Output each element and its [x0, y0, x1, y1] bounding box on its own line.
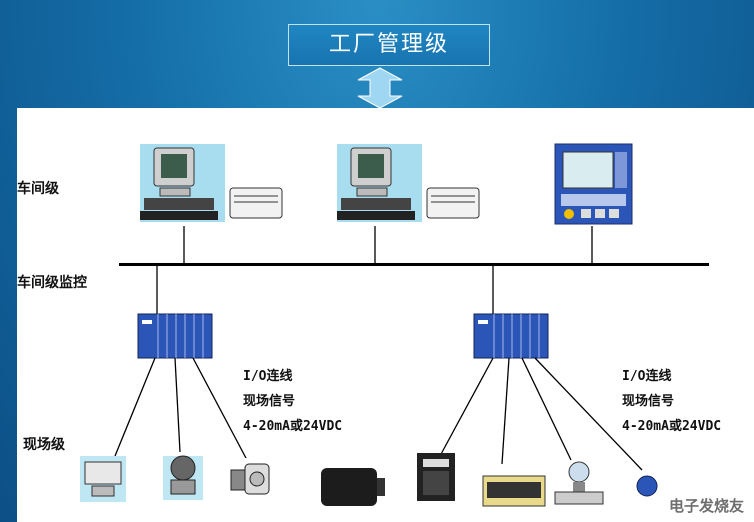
io-note-right: I/O连线 现场信号 4-20mA或24VDC — [622, 364, 721, 439]
workstation-computer-1 — [140, 144, 283, 222]
factory-management-level-label: 工厂管理级 — [328, 32, 449, 57]
plc-rack-right — [473, 313, 549, 359]
plc-rack-left — [137, 313, 213, 359]
field-device-servo-motor — [321, 468, 385, 506]
field-device-servo-drive — [417, 453, 455, 501]
field-level-label: 现场级 — [23, 437, 65, 453]
io-wiring-label-left: I/O连线 — [243, 369, 293, 384]
field-signal-label-right: 现场信号 — [622, 394, 675, 409]
io-wiring-label-right: I/O连线 — [622, 369, 672, 384]
factory-management-level-box: 工厂管理级 — [288, 24, 490, 66]
field-device-control-valve — [225, 458, 273, 500]
field-device-valve-actuator — [80, 456, 126, 502]
field-signal-label-left: 现场信号 — [243, 394, 296, 409]
field-device-pump — [163, 455, 203, 500]
field-device-io-terminal — [482, 475, 546, 507]
signal-spec-label-left: 4-20mA或24VDC — [243, 419, 343, 434]
field-device-flow-transmitter — [554, 461, 604, 505]
network-diagram-panel: 车间级 车间级监控 现场级 I/O连线 现场信号 4-20mA或24VDC I/… — [17, 108, 754, 522]
watermark-text: 电子发烧友 — [668, 497, 744, 515]
workshop-level-label: 车间级 — [17, 181, 59, 197]
workstation-computer-2 — [337, 144, 480, 222]
field-device-sensor — [636, 475, 658, 497]
io-note-left: I/O连线 现场信号 4-20mA或24VDC — [243, 364, 342, 439]
network-diagram — [80, 143, 709, 507]
operator-panel-hmi — [554, 143, 633, 225]
double-arrow-icon — [357, 67, 403, 109]
workshop-monitor-level-label: 车间级监控 — [17, 275, 87, 291]
signal-spec-label-right: 4-20mA或24VDC — [622, 419, 722, 434]
workshop-bus-line — [119, 263, 709, 266]
